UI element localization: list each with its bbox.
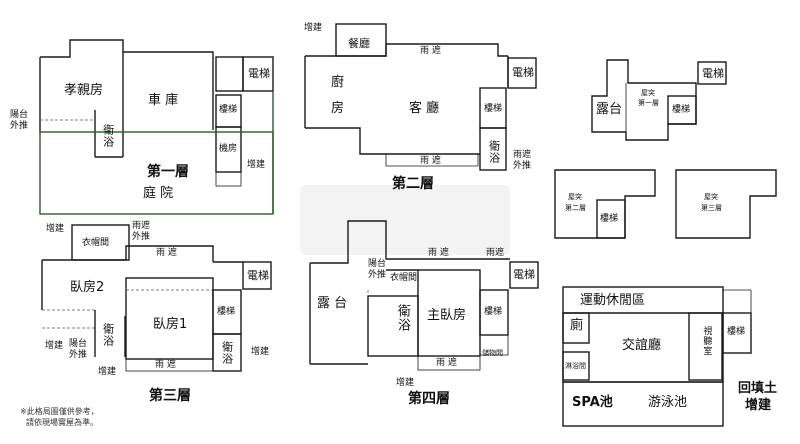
floor3-push: 外推 — [69, 350, 88, 360]
floor2-dining: 餐廳 — [348, 37, 370, 50]
floor4-title: 第四層 — [408, 391, 450, 407]
floor3-addition4: 增建 — [98, 367, 117, 377]
roof-r2: 屋突 — [568, 193, 582, 201]
roof-r3b: 第三層 — [701, 204, 722, 212]
floor3-rain-top: 雨遮 — [132, 221, 151, 231]
floor3-bedroom2: 臥房2 — [70, 280, 105, 295]
floor3-rain2: 雨 遮 — [155, 360, 176, 370]
basement-av-room: 視聽室 — [701, 326, 712, 356]
floor3-rain1: 雨 遮 — [156, 248, 177, 258]
roof-r1b: 第一層 — [638, 99, 659, 107]
roof-r3: 屋突 — [704, 193, 718, 201]
roof-terrace: 露台 — [596, 102, 623, 117]
floor1-elevator: 電梯 — [248, 67, 270, 80]
basement-walls — [562, 286, 752, 427]
floor2-rain1: 雨 遮 — [420, 46, 441, 56]
floor4-terrace: 露 台 — [317, 296, 348, 311]
floor1-machine-room: 機房 — [219, 144, 238, 154]
roof-stairs2: 樓梯 — [600, 214, 619, 224]
floor1-garden: 庭 院 — [143, 186, 174, 201]
roof-elevator: 電梯 — [702, 67, 724, 80]
watermark — [300, 185, 510, 255]
floor3-addition2: 增建 — [45, 341, 64, 351]
roof-r2b: 第二層 — [565, 204, 586, 212]
floor2-bath: 衛浴 — [487, 140, 501, 164]
floor2-walls — [304, 23, 537, 171]
floor4-storage: 儲物間 — [482, 349, 503, 357]
floor2-rain2: 雨 遮 — [420, 156, 441, 166]
floor2-elevator: 電梯 — [512, 66, 534, 79]
floor1-walls — [39, 39, 274, 215]
disclaimer-line1: ※此格局圖僅供參考， — [20, 407, 99, 416]
floor1-stairs: 樓梯 — [219, 105, 238, 115]
floor3-bath1: 衛浴 — [101, 323, 115, 347]
floor3-push-top: 外推 — [132, 232, 151, 242]
floor4-elevator: 電梯 — [513, 268, 535, 281]
floor4-closet: 衣帽間 — [390, 273, 418, 283]
floor4-walls — [309, 220, 539, 371]
floor4-master: 主臥房 — [427, 308, 467, 323]
floor3-balcony: 陽台 — [69, 339, 88, 349]
roof-stairs1: 樓梯 — [672, 105, 691, 115]
backfill-line2: 增建 — [745, 398, 772, 413]
floor3-stairs: 樓梯 — [217, 307, 236, 317]
basement-lounge: 交誼廳 — [622, 338, 662, 353]
basement-shower: 淋浴間 — [565, 362, 586, 370]
basement-pool: 游泳池 — [648, 395, 688, 410]
floor3-walls — [41, 224, 272, 372]
floor3-elevator: 電梯 — [247, 269, 269, 282]
floor2-addition-note: 增建 — [304, 23, 323, 33]
floor2-title: 第二層 — [392, 176, 434, 192]
floor3-addition3: 增建 — [251, 347, 270, 357]
floor3-bedroom1: 臥房1 — [153, 317, 188, 332]
floor2-living: 客 廳 — [409, 101, 440, 116]
disclaimer-line2: 請依現場實屋為準。 — [26, 418, 98, 427]
floor4-addition: 增建 — [396, 378, 415, 388]
basement-stairs: 樓梯 — [727, 327, 746, 337]
basement-spa: SPA池 — [572, 395, 613, 410]
floor1-addition-note: 增建 — [247, 160, 266, 170]
floor3-title: 第三層 — [149, 388, 191, 404]
floor1-bath: 衛浴 — [101, 124, 115, 148]
floor3-addition1: 增建 — [46, 224, 65, 234]
floor4-stairs: 樓梯 — [484, 307, 503, 317]
floor1-balcony-note: 陽台 — [10, 110, 29, 120]
floor2-push: 外推 — [513, 161, 532, 171]
floor2-kitchen: 廚 — [331, 75, 345, 90]
floor1-title: 第一層 — [147, 164, 189, 180]
roof-r1: 屋突 — [641, 89, 655, 97]
backfill-line1: 回填土 — [738, 381, 778, 396]
floor2-stairs: 樓梯 — [484, 104, 503, 114]
floor1-garage: 車 庫 — [148, 93, 179, 108]
floor4-balcony: 陽台 — [368, 259, 387, 269]
floor3-closet: 衣帽間 — [82, 238, 110, 248]
floor1-parents-room: 孝親房 — [64, 83, 104, 98]
roof-walls — [554, 59, 777, 239]
floor4-rain2: 雨遮 — [486, 248, 505, 258]
floor1-push-note: 外推 — [10, 121, 29, 131]
basement-zone: 運動休閒區 — [580, 293, 646, 308]
floor2-kitchen2: 房 — [331, 101, 345, 116]
floor4-push: 外推 — [368, 270, 387, 280]
floor3-bath2: 衛浴 — [220, 341, 234, 365]
floor4-bath: 衛浴 — [394, 304, 410, 332]
basement-toilet: 廁 — [570, 318, 584, 333]
floor4-rain3: 雨 遮 — [436, 358, 457, 368]
floor2-rain3: 雨遮 — [513, 150, 532, 160]
floor4-rain1: 雨 遮 — [428, 248, 449, 258]
